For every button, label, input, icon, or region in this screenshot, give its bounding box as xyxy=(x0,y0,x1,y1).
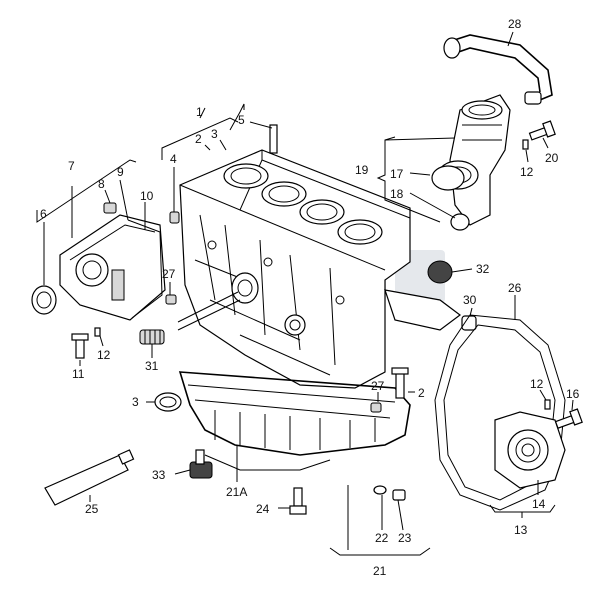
front-seal-6 xyxy=(31,285,57,315)
callout-10: 10 xyxy=(140,189,154,203)
callout-21: 21 xyxy=(373,564,387,578)
cover-gasket xyxy=(127,219,163,319)
oil-level-sensor xyxy=(189,449,213,479)
callout-30: 30 xyxy=(463,293,477,307)
stud-5 xyxy=(269,124,278,154)
callout-1: 1 xyxy=(196,105,203,119)
callout-17: 17 xyxy=(390,167,404,181)
breather-hose xyxy=(443,34,553,105)
callout-labels: 1 2 3 4 5 6 7 8 9 10 11 12 27 31 3 33 25… xyxy=(40,17,580,578)
oil-pan-bolt xyxy=(289,487,307,515)
cover-bolt xyxy=(71,333,89,359)
seal-18 xyxy=(450,213,470,231)
callout-14: 14 xyxy=(532,497,546,511)
callout-6: 6 xyxy=(40,207,47,221)
rear-seal-flange xyxy=(494,411,566,489)
dowel-27-right xyxy=(370,402,382,413)
callout-12-right: 12 xyxy=(530,377,544,391)
sealing-plug xyxy=(427,260,453,284)
callout-7: 7 xyxy=(68,159,75,173)
callout-32: 32 xyxy=(476,262,490,276)
callout-21a: 21A xyxy=(226,485,247,499)
callout-13: 13 xyxy=(514,523,528,537)
callout-3: 3 xyxy=(211,127,218,141)
dowel-4 xyxy=(169,211,180,224)
seal-17 xyxy=(431,165,465,191)
callout-12-top: 12 xyxy=(520,165,534,179)
callout-27-left: 27 xyxy=(162,267,176,281)
callout-23: 23 xyxy=(398,531,412,545)
callout-9: 9 xyxy=(117,165,124,179)
front-cover xyxy=(59,214,166,321)
rear-bolt xyxy=(554,408,583,429)
callout-11: 11 xyxy=(72,367,85,381)
callout-19: 19 xyxy=(355,163,369,177)
callout-27-right: 27 xyxy=(371,379,385,393)
dowel-pin-top xyxy=(522,139,529,150)
crankshaft-seal xyxy=(177,272,259,331)
callout-3-left: 3 xyxy=(132,395,139,409)
housing-bolt xyxy=(528,120,556,141)
sealant-tube xyxy=(44,449,135,506)
callout-31: 31 xyxy=(145,359,159,373)
callout-26: 26 xyxy=(508,281,522,295)
leader-lines xyxy=(36,31,574,556)
callout-8: 8 xyxy=(98,177,105,191)
callout-24: 24 xyxy=(256,502,270,516)
callout-18: 18 xyxy=(390,187,404,201)
callout-28: 28 xyxy=(508,17,522,31)
callout-5: 5 xyxy=(238,113,245,127)
callout-16: 16 xyxy=(566,387,580,401)
rear-gasket xyxy=(434,314,566,511)
oil-pump-spring xyxy=(139,329,165,345)
callout-25: 25 xyxy=(85,502,99,516)
cap-8 xyxy=(103,202,117,214)
callout-4: 4 xyxy=(170,152,177,166)
callout-22: 22 xyxy=(375,531,389,545)
callout-33: 33 xyxy=(152,468,166,482)
callout-20: 20 xyxy=(545,151,559,165)
oil-filter-housing xyxy=(437,94,511,226)
dowel-pin-right xyxy=(544,399,551,410)
callout-2-right: 2 xyxy=(418,386,425,400)
drain-plug xyxy=(373,485,406,501)
callout-2: 2 xyxy=(195,132,202,146)
engine-block xyxy=(179,149,411,389)
seal-ring xyxy=(154,392,182,412)
callout-12-left: 12 xyxy=(97,348,111,362)
dowel-pin-left xyxy=(94,327,101,337)
block-bolt-2 xyxy=(391,367,409,399)
dowel-27-left xyxy=(165,294,177,305)
